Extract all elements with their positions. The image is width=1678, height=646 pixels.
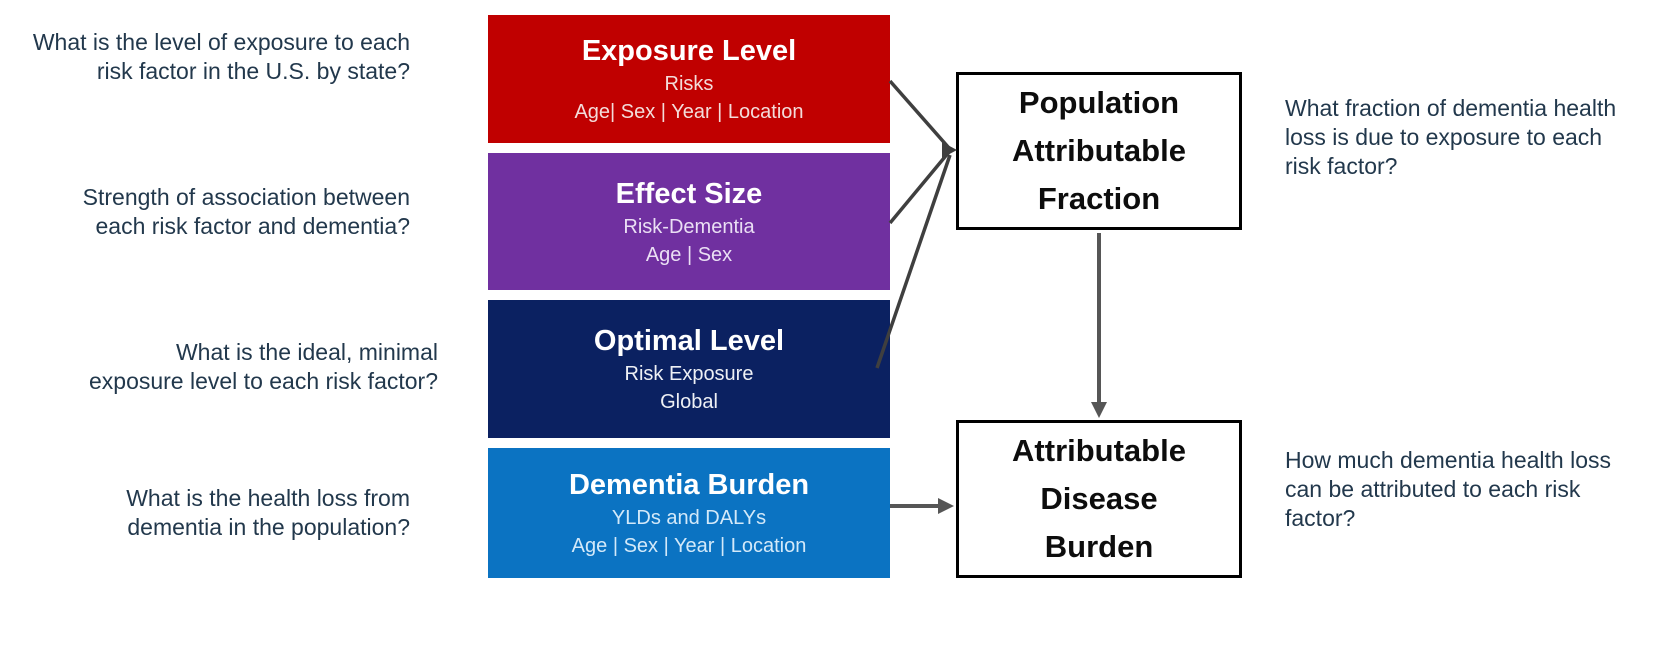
question-adb: How much dementia health loss can be att…	[1285, 446, 1611, 533]
flow-box-line: Fraction	[1037, 181, 1161, 216]
question-line: What is the level of exposure to each	[32, 29, 410, 55]
arrowhead-into-adb-top	[1091, 402, 1107, 418]
flow-box-line: Population	[1018, 85, 1180, 120]
box-subtitle: Risks	[664, 73, 714, 95]
question-dementia-burden: What is the health loss from dementia in…	[126, 484, 410, 542]
box-subtitle: YLDs and DALYs	[611, 507, 767, 529]
question-line: each risk factor and dementia?	[95, 213, 410, 239]
population-attributable-fraction-box: Population Attributable Fraction	[956, 72, 1242, 230]
question-line: can be attributed to each risk	[1285, 476, 1581, 502]
question-exposure-level: What is the level of exposure to each ri…	[33, 28, 410, 86]
box-title: Dementia Burden	[568, 469, 810, 501]
arrowhead-into-adb-left	[938, 498, 954, 514]
box-title: Exposure Level	[581, 35, 797, 67]
box-detail: Global	[660, 391, 718, 413]
question-paf: What fraction of dementia health loss is…	[1285, 94, 1616, 181]
flow-box-line: Burden	[1044, 529, 1154, 564]
flow-box-line: Attributable	[1012, 433, 1186, 468]
attributable-disease-burden-box: Attributable Disease Burden	[956, 420, 1242, 578]
exposure-level-box: Exposure Level Risks Age| Sex | Year | L…	[488, 15, 890, 143]
box-title: Optimal Level	[593, 325, 785, 357]
optimal-level-box: Optimal Level Risk Exposure Global	[488, 300, 890, 438]
question-line: factor?	[1285, 505, 1356, 531]
box-detail: Age| Sex | Year | Location	[574, 101, 804, 123]
dementia-burden-box: Dementia Burden YLDs and DALYs Age | Sex…	[488, 448, 890, 578]
question-optimal-level: What is the ideal, minimal exposure leve…	[89, 338, 438, 396]
arrow-effect-to-paf	[888, 150, 951, 225]
question-line: dementia in the population?	[127, 514, 410, 540]
box-detail: Age | Sex	[645, 243, 733, 266]
question-line: What is the health loss from	[126, 485, 410, 511]
question-line: risk factor?	[1285, 153, 1398, 179]
question-line: Strength of association between	[82, 184, 410, 210]
arrow-exposure-to-paf	[888, 79, 951, 150]
box-detail: Age | Sex | Year | Location	[571, 535, 807, 557]
box-title: Effect Size	[615, 177, 763, 210]
arrow-optimal-to-paf	[875, 154, 952, 369]
question-line: loss is due to exposure to each	[1285, 124, 1603, 150]
question-line: risk factor in the U.S. by state?	[96, 58, 410, 84]
effect-size-box: Effect Size Risk-Dementia Age | Sex	[488, 153, 890, 290]
question-line: What fraction of dementia health	[1285, 95, 1617, 121]
question-effect-size: Strength of association between each ris…	[83, 183, 410, 241]
box-subtitle: Risk-Dementia	[623, 215, 755, 238]
flow-box-line: Disease	[1040, 481, 1158, 516]
arrowhead-into-paf	[942, 142, 957, 158]
box-subtitle: Risk Exposure	[624, 363, 754, 385]
flow-box-line: Attributable	[1012, 133, 1186, 168]
question-line: What is the ideal, minimal	[175, 339, 438, 365]
question-line: exposure level to each risk factor?	[88, 368, 438, 394]
question-line: How much dementia health loss	[1285, 447, 1611, 473]
